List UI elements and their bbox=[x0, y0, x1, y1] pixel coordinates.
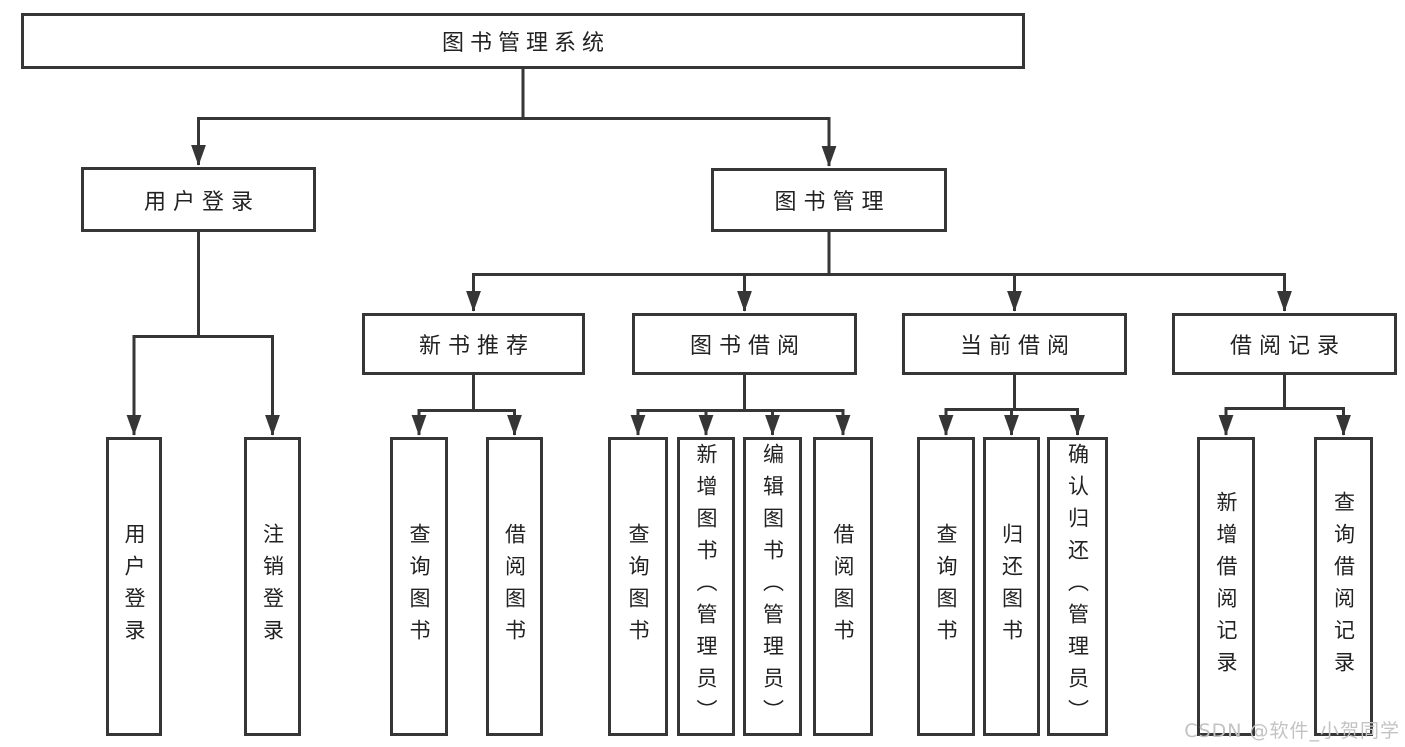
leaf-add-borrow-record: 新增借阅记录 bbox=[1197, 437, 1255, 736]
leaf-add-books-admin: 新增图书（管理员） bbox=[677, 437, 735, 736]
node-borrow-records: 借阅记录 bbox=[1172, 313, 1397, 375]
leaf-query-books-borrow: 查询图书 bbox=[608, 437, 668, 736]
leaf-return-books: 归还图书 bbox=[983, 437, 1040, 736]
node-book-borrow: 图书借阅 bbox=[632, 313, 857, 375]
leaf-edit-books-admin: 编辑图书（管理员） bbox=[743, 437, 802, 736]
leaf-borrow-books-recommend: 借阅图书 bbox=[486, 437, 543, 736]
node-current-borrow: 当前借阅 bbox=[902, 313, 1127, 375]
leaf-logout: 注销登录 bbox=[244, 437, 301, 736]
leaf-user-login: 用户登录 bbox=[106, 437, 162, 736]
csdn-watermark: CSDN @软件_小贺同学 bbox=[1184, 720, 1400, 742]
node-library-management-system: 图书管理系统 bbox=[21, 13, 1025, 69]
leaf-query-books-current: 查询图书 bbox=[917, 437, 975, 736]
leaf-query-books-recommend: 查询图书 bbox=[390, 437, 448, 736]
leaf-confirm-return-admin: 确认归还（管理员） bbox=[1047, 437, 1108, 736]
leaf-query-borrow-record: 查询借阅记录 bbox=[1314, 437, 1373, 736]
node-book-management: 图书管理 bbox=[711, 168, 947, 232]
node-user-login: 用户登录 bbox=[81, 167, 316, 232]
leaf-borrow-books: 借阅图书 bbox=[813, 437, 873, 736]
node-new-book-recommend: 新书推荐 bbox=[362, 313, 585, 375]
